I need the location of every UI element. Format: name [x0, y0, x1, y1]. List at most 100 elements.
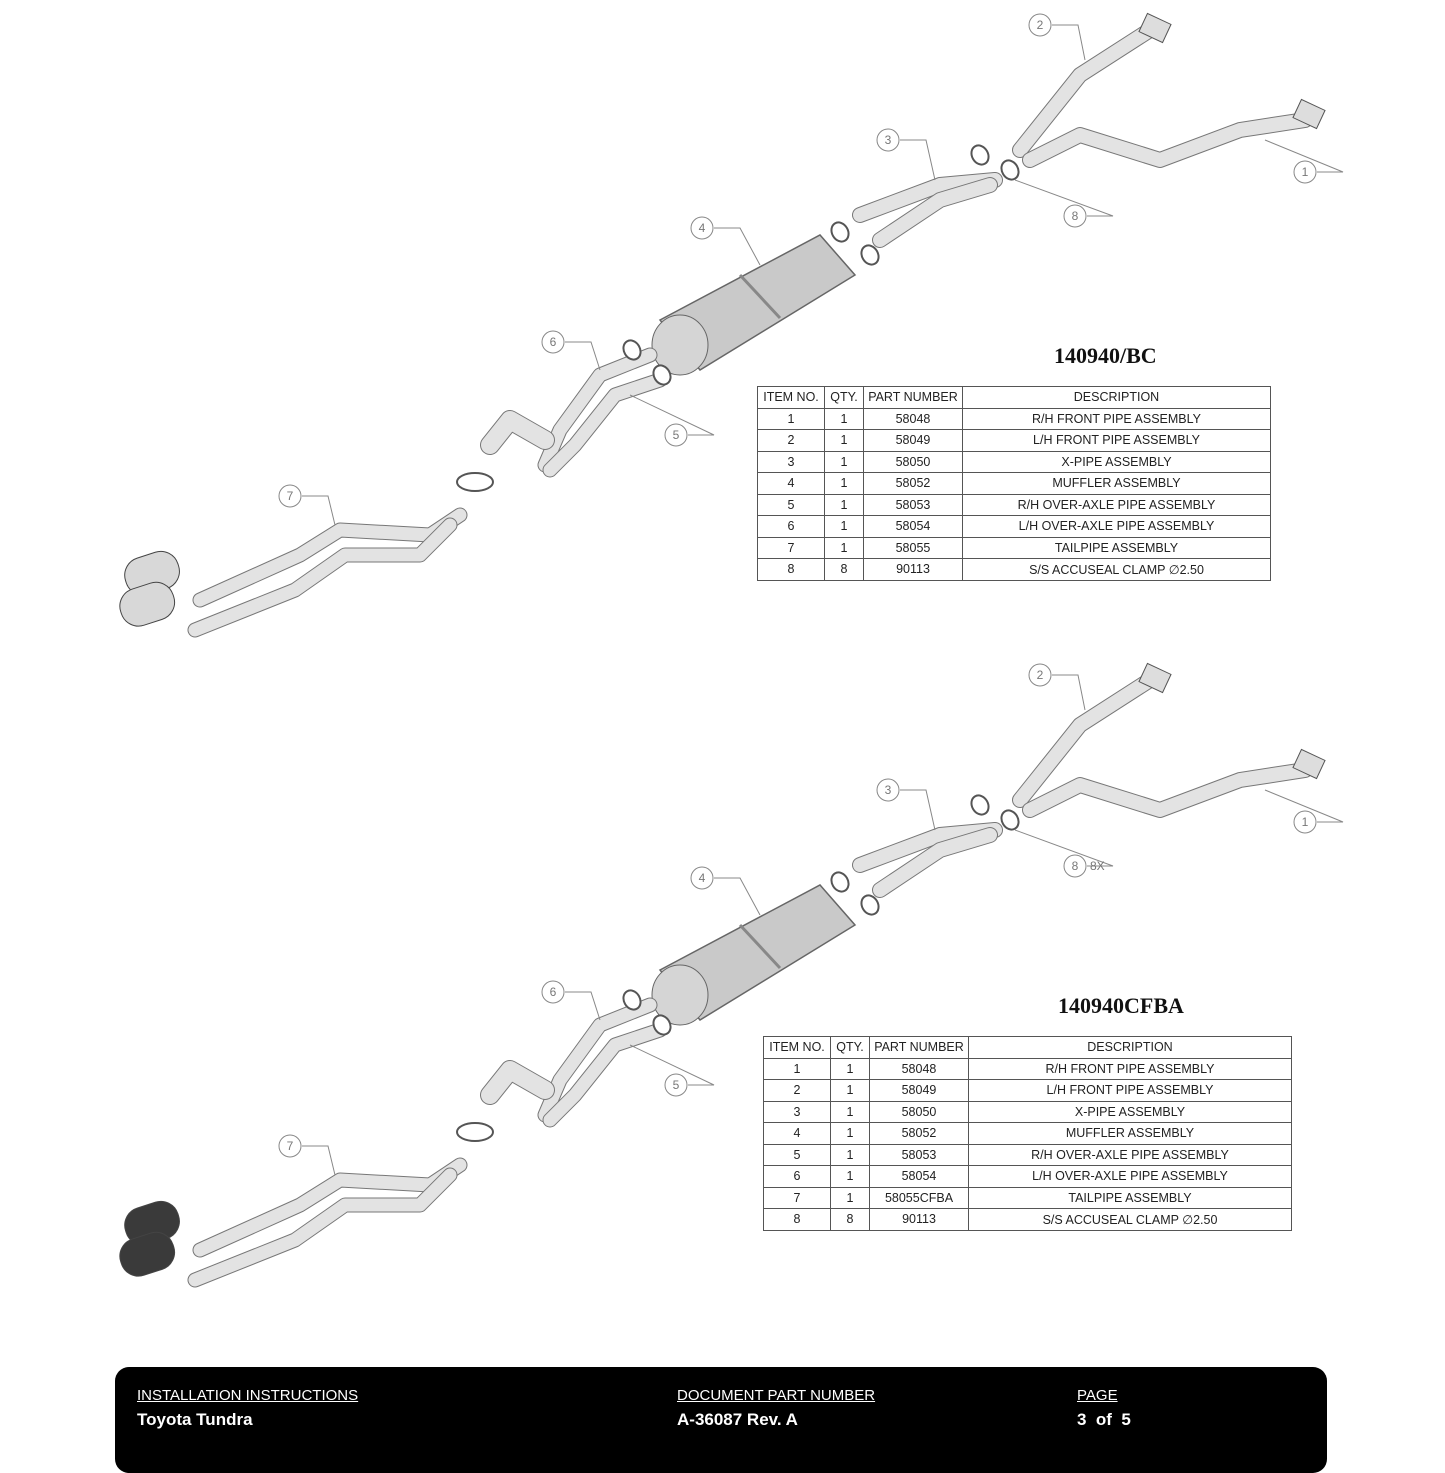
part-number-cell: 58049: [869, 1079, 969, 1102]
clamp: [622, 339, 642, 361]
qty-cell: 1: [824, 493, 864, 516]
description-cell: R/H OVER-AXLE PIPE ASSEMBLY: [968, 1143, 1292, 1166]
leader-line: [1014, 829, 1114, 867]
item-no-cell: 2: [763, 1079, 831, 1102]
assembly-title: 140940CFBA: [1058, 993, 1184, 1018]
flange: [1292, 98, 1326, 130]
leader-line: [714, 877, 761, 916]
qty-cell: 1: [830, 1079, 870, 1102]
clamp: [830, 221, 850, 243]
item-no-cell: 7: [763, 1186, 831, 1209]
muffler-seam: [738, 923, 782, 970]
item-balloon-label: 6: [550, 335, 557, 349]
item-no-cell: 1: [763, 1057, 831, 1080]
item-no-cell: 2: [757, 429, 825, 452]
clamp: [860, 894, 880, 916]
qty-cell: 1: [830, 1165, 870, 1188]
leader-line: [900, 139, 936, 181]
description-cell: L/H FRONT PIPE ASSEMBLY: [968, 1079, 1292, 1102]
item-no-cell: 1: [757, 407, 825, 430]
col-part-number: PART NUMBER: [869, 1036, 969, 1059]
part-number-cell: 90113: [869, 1208, 969, 1231]
leader-line: [629, 1044, 715, 1086]
item-balloon: [1293, 810, 1317, 834]
coupler-ring: [456, 472, 494, 492]
item-balloon: [690, 866, 714, 890]
qty-cell: 1: [830, 1143, 870, 1166]
footer-document: DOCUMENT PART NUMBER A-36087 Rev. A: [677, 1387, 875, 1430]
clamp: [1000, 159, 1020, 181]
item-balloon-label: 6: [550, 985, 557, 999]
clamp: [970, 794, 990, 816]
description-cell: L/H FRONT PIPE ASSEMBLY: [962, 429, 1271, 452]
exhaust-tip: [119, 1231, 176, 1277]
description-cell: R/H FRONT PIPE ASSEMBLY: [962, 407, 1271, 430]
clamp: [970, 144, 990, 166]
document-part-number: A-36087 Rev. A: [677, 1410, 798, 1429]
clamp: [860, 244, 880, 266]
leader-line: [1014, 179, 1114, 217]
footer-instructions: INSTALLATION INSTRUCTIONS Toyota Tundra: [137, 1387, 358, 1430]
item-balloon-label: 8: [1072, 209, 1079, 223]
item-no-cell: 6: [763, 1165, 831, 1188]
leader-line: [302, 1145, 336, 1176]
col-item-no: ITEM NO.: [757, 386, 825, 409]
coupler-ring: [456, 1122, 494, 1142]
table-header-row: ITEM NO. QTY. PART NUMBER DESCRIPTION: [757, 386, 1271, 409]
item-balloon: [664, 1073, 688, 1097]
clamp: [652, 1014, 672, 1036]
item-balloon: [664, 423, 688, 447]
part-number-cell: 58048: [863, 407, 963, 430]
over-axle-bend: [481, 411, 554, 454]
qty-cell: 1: [830, 1057, 870, 1080]
col-description: DESCRIPTION: [962, 386, 1271, 409]
item-no-cell: 5: [763, 1143, 831, 1166]
qty-cell: 1: [824, 450, 864, 473]
part-number-cell: 58050: [869, 1100, 969, 1123]
item-balloon: [278, 484, 302, 508]
leader-line: [1052, 24, 1086, 61]
rh-front-pipe: [1023, 763, 1312, 817]
qty-cell: 1: [824, 429, 864, 452]
qty-cell: 1: [830, 1100, 870, 1123]
leader-line: [1052, 674, 1086, 711]
description-cell: R/H FRONT PIPE ASSEMBLY: [968, 1057, 1292, 1080]
muffler-seam: [738, 273, 782, 320]
lh-front-pipe: [1013, 23, 1157, 157]
description-cell: R/H OVER-AXLE PIPE ASSEMBLY: [962, 493, 1271, 516]
item-balloon: [876, 778, 900, 802]
page-number: 3 of 5: [1077, 1410, 1131, 1429]
part-number-cell: 58055CFBA: [869, 1186, 969, 1209]
part-number-cell: 58049: [863, 429, 963, 452]
qty-cell: 1: [824, 407, 864, 430]
item-balloon: [278, 1134, 302, 1158]
item-balloon: [1063, 854, 1087, 878]
part-number-cell: 58055: [863, 536, 963, 559]
item-balloon: [1293, 160, 1317, 184]
item-balloon-label: 8: [1072, 859, 1079, 873]
item-balloon-label: 7: [287, 1139, 294, 1153]
page-label: PAGE: [1077, 1387, 1118, 1404]
item-no-cell: 4: [757, 472, 825, 495]
col-description: DESCRIPTION: [968, 1036, 1292, 1059]
clamp: [830, 871, 850, 893]
lh-front-pipe: [1013, 673, 1157, 807]
qty-cell: 1: [824, 472, 864, 495]
item-balloon-label: 3: [885, 783, 892, 797]
assembly-title: 140940/BC: [1054, 343, 1157, 368]
leader-line: [565, 991, 601, 1021]
rh-over-axle-pipe: [543, 373, 667, 477]
description-cell: S/S ACCUSEAL CLAMP ∅2.50: [962, 558, 1271, 581]
lh-over-axle-pipe: [538, 998, 657, 1122]
